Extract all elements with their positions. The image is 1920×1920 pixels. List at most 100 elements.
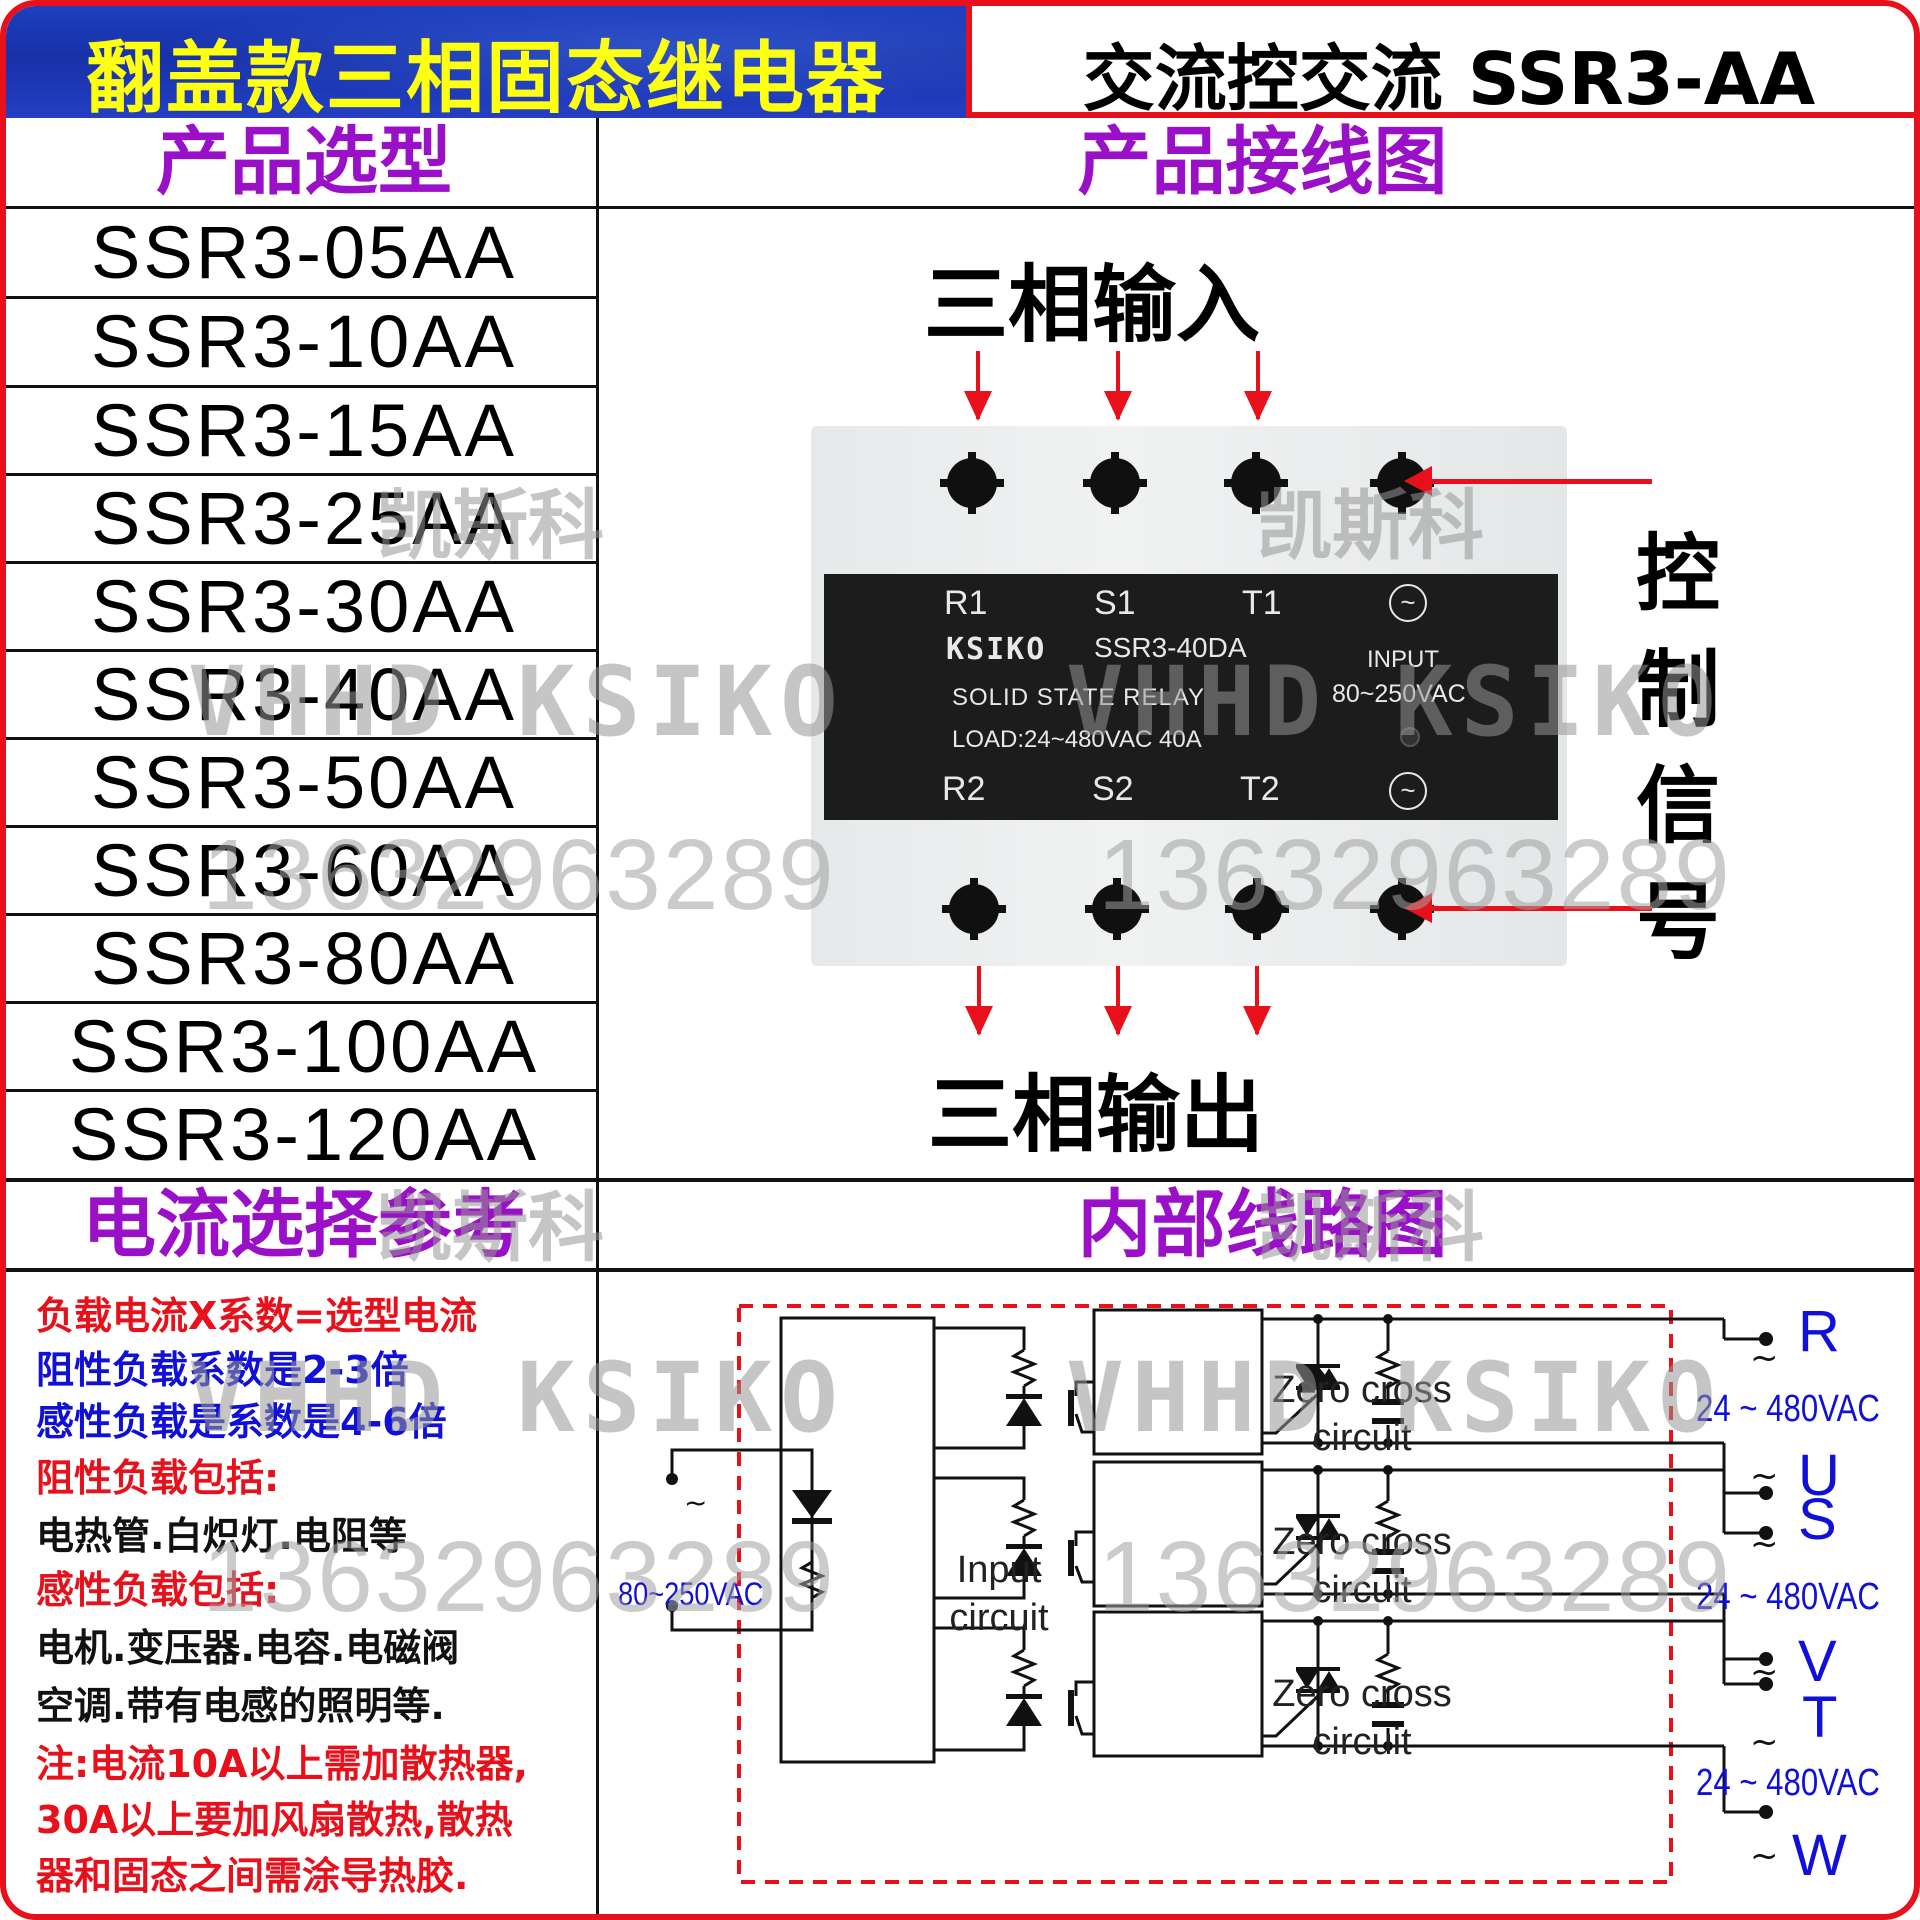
zero-cross-line: Zero cross [1272,1673,1452,1715]
phase-letter-u: U [1798,1443,1840,1508]
note-line: 电热管.白炽灯.电阻等 [36,1514,407,1558]
section-title-wiring: 产品接线图 [1077,119,1448,205]
row-divider [6,473,596,476]
phase-letter-w: W [1792,1823,1847,1888]
control-arrow-top-icon [1404,466,1652,496]
terminal-r1-icon [940,452,1004,514]
row-divider [6,913,596,916]
product-title: 翻盖款三相固态继电器 [85,34,886,124]
zero-cross-label: Zero cross circuit [1262,1670,1462,1766]
three-phase-output-label: 三相输出 [928,1066,1265,1164]
section-title-internal: 内部线路图 [1077,1182,1448,1268]
zero-cross-label: Zero cross circuit [1262,1366,1462,1462]
note-line: 负载电流X系数=选型电流 [36,1294,478,1338]
model-item: SSR3-15AA [91,389,517,472]
input-voltage-label: 80~250VAC [618,1576,764,1612]
led-indicator-icon [1400,727,1420,747]
note-line: 器和固态之间需涂导热胶. [36,1854,469,1898]
input-arrow-t-icon [1244,351,1272,421]
terminal-s2-icon [1085,878,1149,940]
section-title-current-ref: 电流选择参考 [82,1182,526,1268]
row-divider [6,649,596,652]
ac-symbol-icon: ~ [1389,772,1427,810]
output-arrow-t-icon [1243,966,1271,1036]
ac-tilde-icon: ~ [1750,1836,1779,1876]
zero-cross-line: Zero cross [1272,1369,1452,1411]
plate-input-range: 80~250VAC [1332,680,1466,708]
control-char: 控 [1635,525,1720,623]
model-item: SSR3-30AA [91,565,517,648]
ac-tilde-icon: ~ [1750,1722,1779,1762]
model-item: SSR3-25AA [91,477,517,560]
plate-model: SSR3-40DA [1094,632,1247,663]
column-divider [596,118,599,1914]
relay-nameplate: R1 S1 T1 ~ KSIKO SSR3-40DA INPUT 80~250V… [824,574,1558,820]
terminal-label-t1: T1 [1242,584,1282,622]
terminal-label-s1: S1 [1094,584,1136,622]
note-line: 空调.带有电感的照明等. [36,1684,445,1728]
ac-tilde-icons: ~ ~ ~ ~ ~ ~ [1750,1296,1780,1896]
model-item: SSR3-50AA [91,741,517,824]
note-line: 阻性负载系数是2-3倍 [36,1348,409,1392]
model-item: SSR3-100AA [68,1005,540,1088]
model-item: SSR3-10AA [91,300,517,383]
row-divider [6,561,596,564]
divider [6,1268,1914,1272]
input-arrow-r-icon [964,351,992,421]
ac-tilde-icon: ~ [1750,1338,1779,1378]
terminal-label-t2: T2 [1240,770,1280,808]
control-arrow-bottom-icon [1404,893,1652,923]
plate-type: SOLID STATE RELAY [952,684,1206,711]
terminal-label-s2: S2 [1092,770,1134,808]
zero-cross-line: Zero cross [1272,1521,1452,1563]
terminal-s1-icon [1083,452,1147,514]
zero-cross-label: Zero cross circuit [1262,1518,1462,1614]
row-divider [6,737,596,740]
header-banner-right: 交流控交流 SSR3-AA [966,6,1914,121]
model-item: SSR3-80AA [91,917,517,1000]
phase-voltage: 24 ~ 480VAC [1696,1762,1880,1804]
terminal-label-r1: R1 [944,584,988,622]
ac-tilde-icon: ~ [1750,1456,1779,1496]
terminal-label-r2: R2 [942,770,986,808]
section-title-selection: 产品选型 [156,119,452,205]
zero-cross-line: circuit [1312,1721,1412,1763]
note-line: 电机.变压器.电容.电磁阀 [36,1626,460,1670]
phase-letter-v: V [1798,1629,1837,1694]
note-line: 30A以上要加风扇散热,散热 [36,1798,513,1842]
note-line: 阻性负载包括: [36,1456,280,1500]
note-line: 注:电流10A以上需加散热器, [36,1742,528,1786]
input-circuit-line: circuit [949,1597,1049,1639]
row-divider [6,385,596,388]
output-arrow-r-icon [965,966,993,1036]
phase-letter-r: R [1798,1299,1840,1364]
phase-voltage: 24 ~ 480VAC [1696,1388,1880,1430]
divider [6,206,1914,209]
row-divider [6,1001,596,1004]
input-ac-symbol-icon: ~ [684,1486,708,1519]
plate-input-label: INPUT [1367,646,1439,673]
row-divider [6,296,596,299]
output-arrow-s-icon [1104,966,1132,1036]
input-circuit-line: Input [956,1549,1042,1591]
note-line: 感性负载包括: [36,1568,280,1612]
ac-tilde-icon: ~ [1750,1524,1779,1564]
phase-letter-t: T [1802,1685,1838,1750]
control-char: 信 [1635,757,1720,855]
terminal-r2-icon [942,878,1006,940]
ac-symbol-icon: ~ [1389,584,1427,622]
phase-letter-s: S [1798,1487,1837,1552]
terminal-t2-icon [1225,878,1289,940]
zero-cross-line: circuit [1312,1569,1412,1611]
row-divider [6,1089,596,1092]
input-circuit-label: Input circuit [934,1546,1064,1642]
model-item: SSR3-05AA [91,211,517,294]
internal-circuit-diagram [666,1304,1773,1884]
control-char: 号 [1635,873,1720,971]
plate-load-rating: LOAD:24~480VAC 40A [952,726,1202,753]
header-banner-left: 翻盖款三相固态继电器 [6,6,966,124]
note-line: 感性负载是系数是4-6倍 [36,1400,447,1444]
row-divider [6,825,596,828]
zero-cross-line: circuit [1312,1417,1412,1459]
